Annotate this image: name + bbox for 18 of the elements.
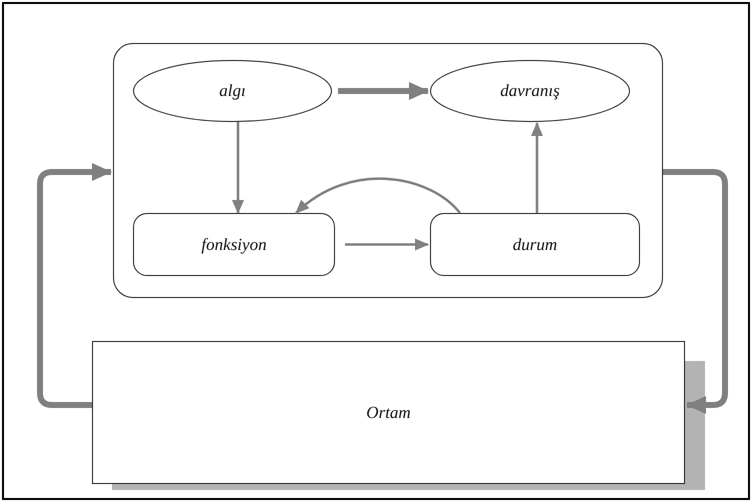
node-label: davranış	[500, 81, 560, 101]
arrow	[531, 122, 543, 213]
node-label: fonksiyon	[201, 234, 267, 254]
ellipse-node	[133, 60, 332, 122]
process-box	[133, 213, 335, 276]
arrow	[232, 122, 244, 214]
node-label: algı	[219, 81, 246, 101]
arrow	[338, 82, 429, 100]
process-box	[92, 341, 685, 484]
node-label: Ortam	[366, 402, 411, 422]
container-box	[113, 43, 663, 298]
arrow	[37, 163, 112, 408]
arrow	[345, 238, 429, 250]
arrow	[663, 169, 728, 414]
ellipse-node	[430, 60, 630, 122]
node-label: durum	[512, 234, 558, 254]
process-box	[430, 213, 640, 276]
arrow	[295, 178, 461, 214]
